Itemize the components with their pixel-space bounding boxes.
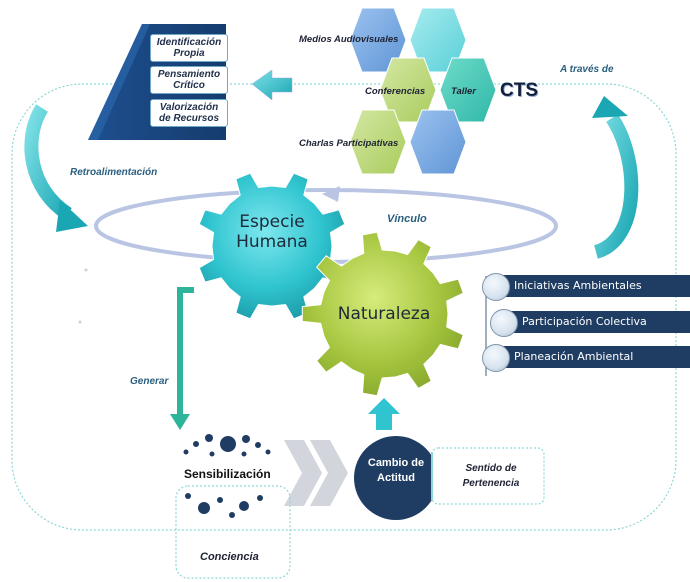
pyramid-label-pensamiento: Pensamiento Crítico [150,66,228,94]
hex-label-taller: Taller [451,86,476,97]
bar-planeacion: Planeación Ambiental [500,346,690,368]
especie-humana-label: Especie Humana [236,212,308,252]
cambio-actitud-label: Cambio de Actitud [367,457,425,484]
conciencia-box [175,485,291,579]
bar-iniciativas: Iniciativas Ambientales [500,275,690,297]
sensibilizacion-label: Sensibilización [184,467,271,481]
chevron-arrows-icon [284,440,348,506]
hexagon-6 [409,109,467,175]
cts-title: CTS [500,80,538,101]
hexagon-1 [349,7,407,73]
frame-dots [78,268,88,324]
retroalimentacion-label: Retroalimentación [70,167,158,178]
bar-participacion: Participación Colectiva [508,311,690,333]
hexagon-5 [349,109,407,175]
vinculo-label: Vínculo [387,213,427,225]
hexagon-group [349,7,497,175]
a-traves-de-label: A través de [560,64,614,75]
retroalimentacion-arrow-icon [24,104,88,232]
outer-frame [11,83,677,531]
up-arrow-icon [368,398,400,430]
hex-label-charlas: Charlas Participativas [299,138,399,149]
cambio-actitud-circle [354,436,438,520]
naturaleza-label: Naturaleza [337,304,431,324]
naturaleza-gear-shape [301,231,464,397]
bar-circle-1 [482,273,510,301]
hex-label-medios: Medios Audiovisuales [299,34,399,45]
conciencia-dots [185,493,263,518]
pyramid-label-identificacion: Identificación Propia [150,34,228,62]
pyramid-label-valorizacion: Valorización de Recursos [150,99,228,127]
right-up-arrow-icon [592,96,639,259]
conciencia-label: Conciencia [200,551,259,563]
sensibilizacion-dots-top [183,434,271,457]
vinculo-arrowhead-icon [322,186,340,202]
naturaleza-gear [301,231,464,397]
left-arrow-icon [251,69,293,101]
bar-circle-3 [482,344,510,372]
generar-label: Generar [130,376,169,387]
generar-arrow-icon [170,287,194,430]
hex-label-conferencias: Conferencias [365,86,426,97]
sentido-pertenencia-label: Sentido de Pertenencia [462,463,520,489]
bar-circle-2 [490,309,518,337]
